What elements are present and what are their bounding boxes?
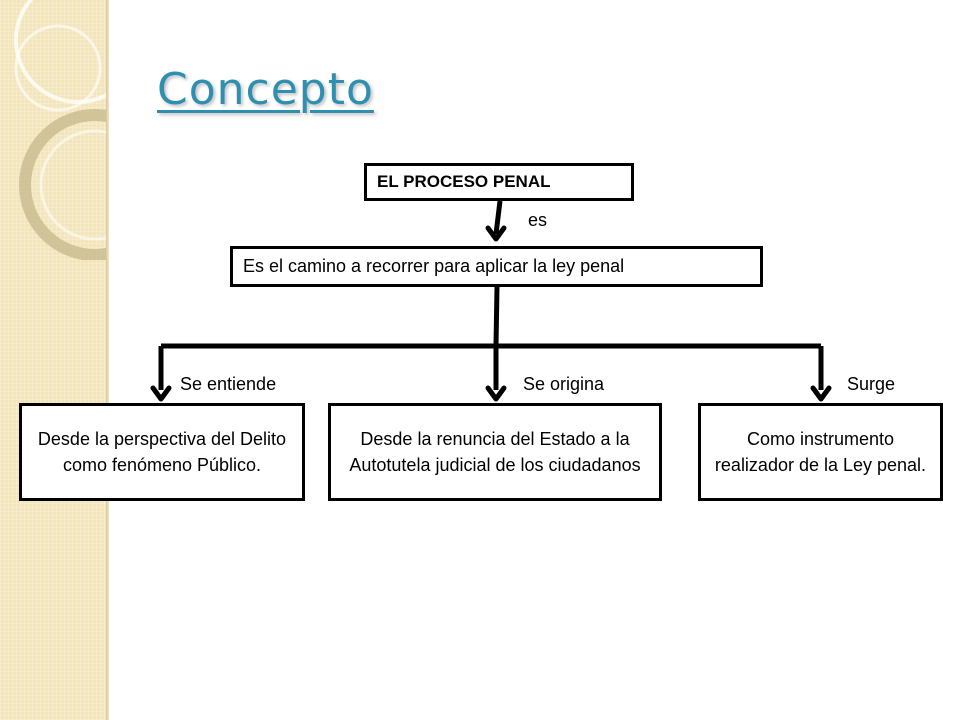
branch-node-instrumento-label: Como instrumento realizador de la Ley pe… [714, 428, 927, 475]
root-node-label: EL PROCESO PENAL [377, 171, 551, 191]
branch-node-renuncia: Desde la renuncia del Estado a la Autotu… [328, 403, 662, 501]
side-panel-edge [106, 0, 109, 720]
edge-label-es: es [528, 210, 548, 230]
branch-node-instrumento: Como instrumento realizador de la Ley pe… [698, 403, 943, 501]
arrowhead-center [485, 385, 507, 402]
branch-node-perspectiva: Desde la perspectiva del Delito como fen… [19, 403, 305, 501]
trunk-line [493, 286, 500, 346]
decorative-side-panel [0, 0, 106, 720]
arrowhead-right [810, 385, 832, 402]
slide-title: Concepto [157, 64, 374, 115]
edge-label-surge: Surge [847, 374, 896, 394]
root-to-definition-line [493, 200, 503, 235]
arrowhead-definition [485, 225, 507, 242]
edge-label-se-origina: Se origina [523, 374, 605, 394]
edge-label-se-entiende: Se entiende [180, 374, 277, 394]
root-node: EL PROCESO PENAL [364, 163, 634, 201]
branch-node-renuncia-label: Desde la renuncia del Estado a la Autotu… [349, 428, 641, 475]
definition-node-label: Es el camino a recorrer para aplicar la … [243, 256, 625, 277]
branch-node-perspectiva-label: Desde la perspectiva del Delito como fen… [37, 428, 287, 475]
decorative-rings [14, 0, 106, 260]
definition-node: Es el camino a recorrer para aplicar la … [230, 246, 763, 287]
arrowhead-left [150, 385, 172, 402]
